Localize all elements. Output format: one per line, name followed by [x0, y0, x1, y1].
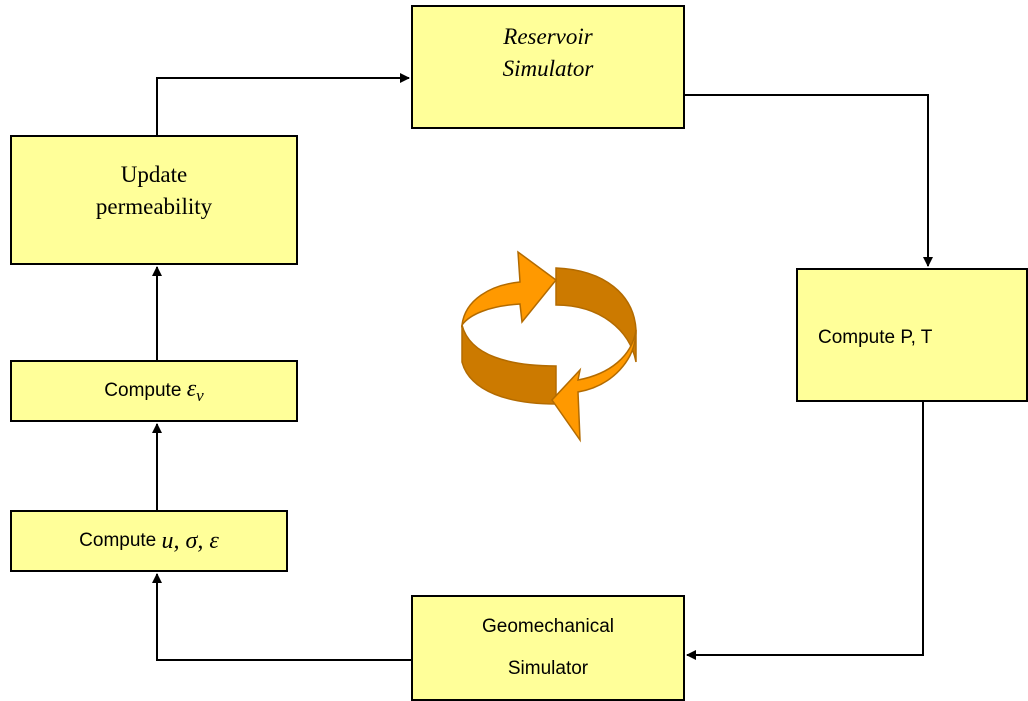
edge-pt-to-geomechanical: [686, 402, 924, 660]
update-permeability-box: Update permeability: [10, 135, 298, 265]
reservoir-simulator-line1: Reservoir: [503, 24, 593, 49]
reservoir-simulator-line2: Simulator: [502, 56, 594, 81]
compute-u-sigma-eps-box: Compute u, σ, ε: [10, 510, 288, 572]
compute-pt-label: Compute P, T: [818, 327, 933, 348]
compute-u-sigma-eps-label: Compute: [79, 530, 157, 551]
update-permeability-line2: permeability: [95, 194, 213, 219]
reservoir-simulator-box: Reservoir Simulator: [411, 5, 685, 129]
cycle-arrow-top: [460, 250, 558, 328]
edge-geomechanical-to-u-sigma-eps: [152, 573, 411, 661]
update-permeability-line1: Update: [120, 162, 188, 187]
geomechanical-simulator-line2: Simulator: [507, 658, 589, 679]
cycle-arrow-bottom: [551, 329, 637, 443]
compute-pt-box: Compute P, T: [796, 268, 1028, 402]
geomechanical-simulator-line1: Geomechanical: [481, 616, 615, 637]
edge-update-to-reservoir: [156, 73, 410, 135]
u-sigma-eps-symbols: u, σ, ε: [161, 527, 219, 554]
compute-strain-label: Compute: [104, 380, 182, 401]
circular-arrows-icon: [460, 250, 637, 443]
edge-reservoir-to-pt: [685, 94, 933, 267]
cycle-arrow-back-band: [461, 324, 557, 405]
strain-symbol: εv: [186, 376, 204, 405]
strain-subscript: v: [196, 386, 204, 405]
compute-volumetric-strain-box: Compute εv: [10, 360, 298, 422]
cycle-arrow-right-band: [555, 267, 637, 363]
geomechanical-simulator-box: Geomechanical Simulator: [411, 595, 685, 701]
